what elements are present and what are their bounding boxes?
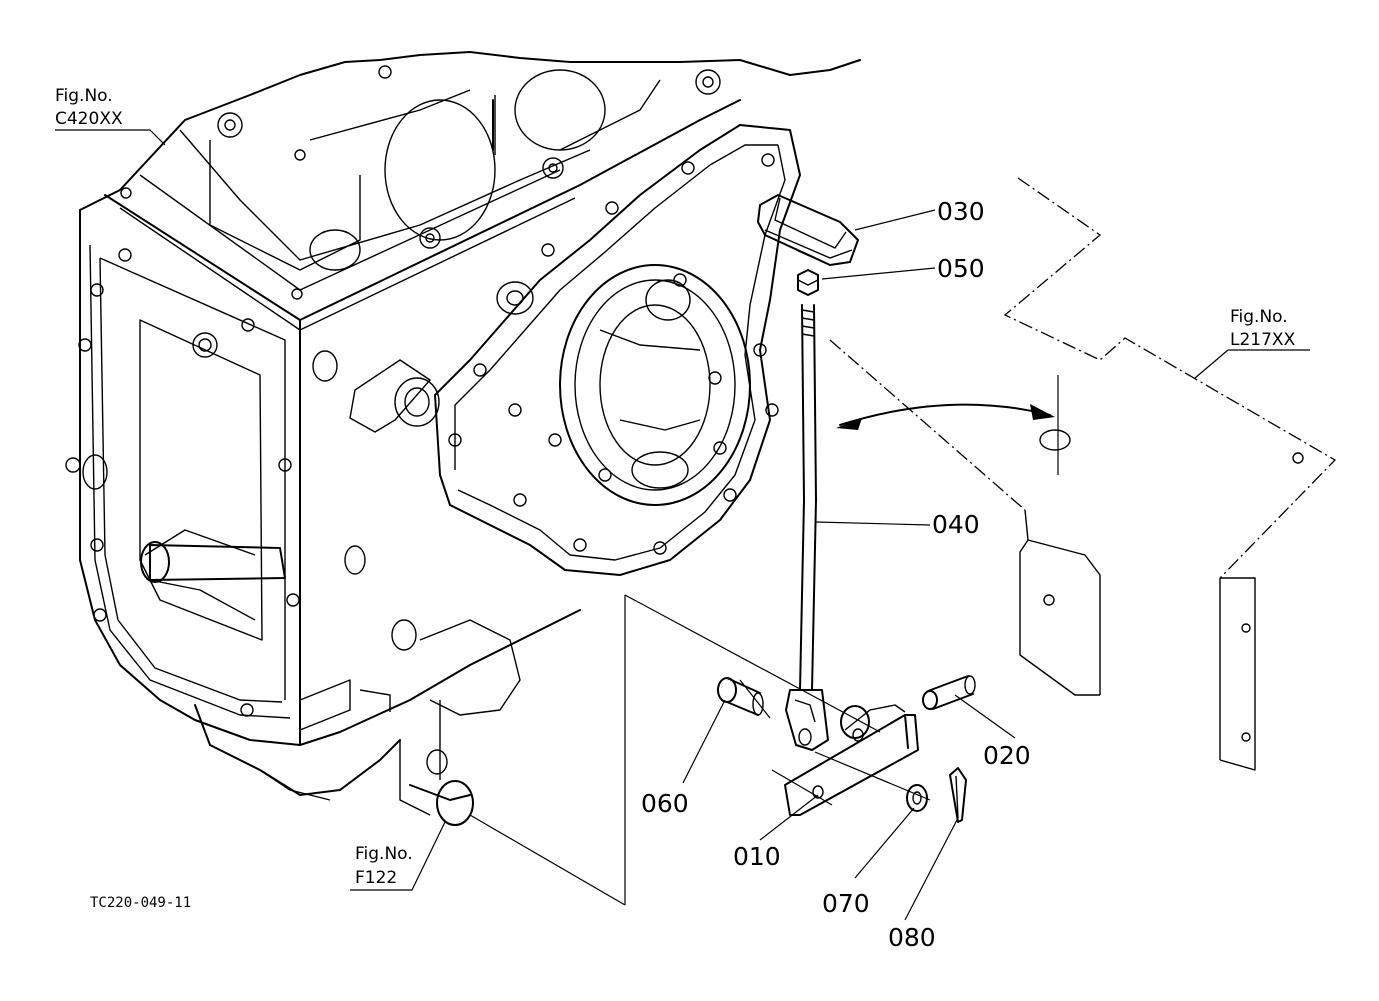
figure-ref-c420-line2: C420XX	[55, 109, 123, 129]
top-bolt-holes	[120, 65, 721, 300]
figure-ref-f122-line2: F122	[355, 868, 397, 888]
figure-ref-c420[interactable]: Fig.No. C420XX	[55, 86, 123, 129]
figure-ref-l217[interactable]: Fig.No. L217XX	[1230, 307, 1296, 350]
floor-panel	[829, 177, 1337, 771]
part-030-knob[interactable]	[757, 194, 859, 266]
leader-lines	[55, 129, 1310, 921]
bottom-shaft	[194, 619, 521, 826]
label-020: 020	[983, 741, 1031, 770]
label-030: 030	[937, 197, 985, 226]
flange-assembly	[434, 124, 801, 576]
figure-ref-l217-line1: Fig.No.	[1230, 307, 1288, 327]
label-060: 060	[641, 789, 689, 818]
figure-ref-l217-line2: L217XX	[1230, 330, 1296, 350]
figure-ref-c420-line1: Fig.No.	[55, 86, 113, 106]
part-070-washer[interactable]	[906, 784, 928, 812]
part-010-plate[interactable]	[771, 704, 919, 816]
figure-ref-f122[interactable]: Fig.No. F122	[355, 844, 413, 888]
drawing-code: TC220-049-11	[90, 895, 191, 911]
figure-ref-f122-line1: Fig.No.	[355, 844, 413, 864]
assembly-arrow	[836, 403, 1055, 430]
label-070: 070	[822, 889, 870, 918]
label-010: 010	[733, 842, 781, 871]
label-080: 080	[888, 923, 936, 952]
part-050-nut[interactable]	[797, 269, 819, 296]
label-040: 040	[932, 510, 980, 539]
transmission-housing	[65, 51, 861, 746]
part-060-pin[interactable]	[717, 677, 771, 719]
part-020-pin[interactable]	[922, 675, 976, 710]
part-040-rod[interactable]	[785, 304, 829, 751]
label-050: 050	[937, 254, 985, 283]
part-080-cotter-pin[interactable]	[949, 767, 967, 823]
front-bolt-holes	[65, 248, 300, 717]
axis-lines	[469, 594, 931, 906]
